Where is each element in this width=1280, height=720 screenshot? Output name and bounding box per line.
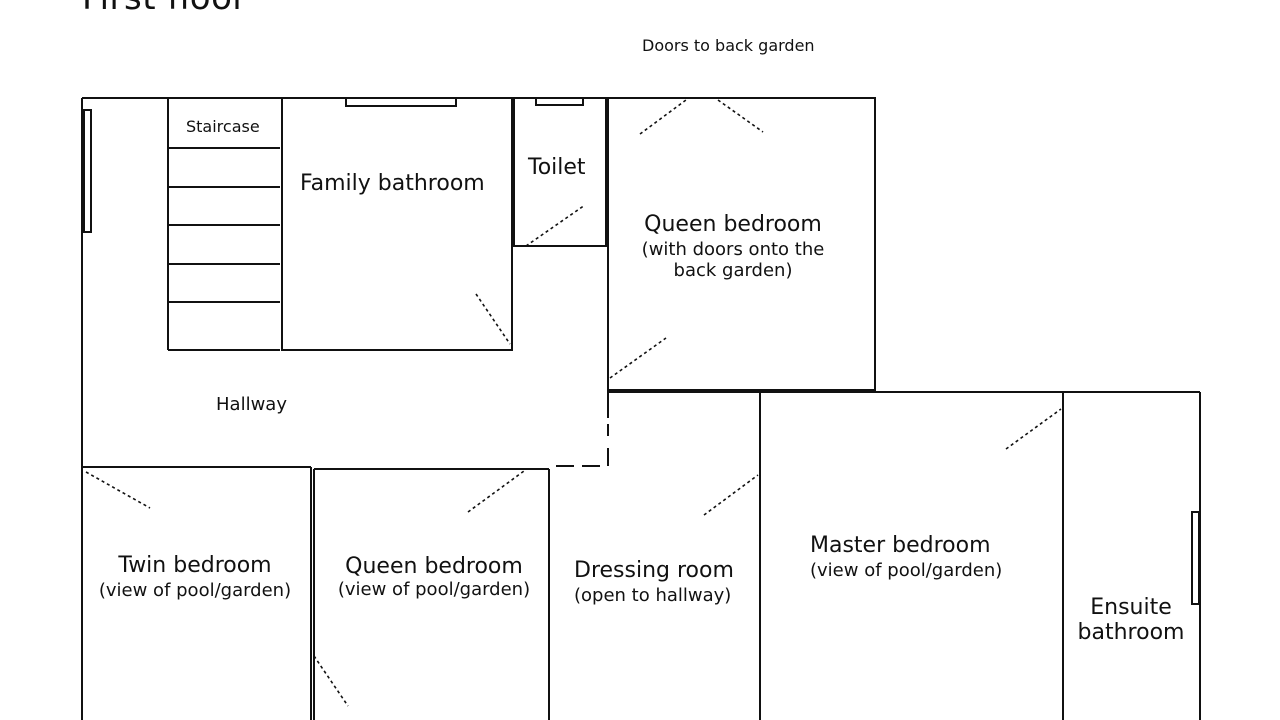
room-ensuite-bathroom: Ensuite bathroom <box>1070 595 1192 645</box>
door-toilet <box>525 204 586 247</box>
label-doors-back-garden: Doors to back garden <box>642 36 815 55</box>
label-twin-bedroom-sub: (view of pool/garden) <box>98 580 292 601</box>
label-queen-bedroom-back-sub1: (with doors onto the <box>641 239 825 260</box>
label-ensuite-line2: bathroom <box>1077 620 1185 645</box>
family-bathroom-walls <box>281 97 513 351</box>
label-family-bathroom: Family bathroom <box>300 171 485 196</box>
label-queen-bedroom-front: Queen bedroom <box>345 554 523 579</box>
label-dressing-room: Dressing room <box>574 558 734 583</box>
label-toilet: Toilet <box>528 155 586 180</box>
room-queen-bedroom-back: Queen bedroom (with doors onto the back … <box>628 212 838 281</box>
door-queen-front <box>467 470 525 513</box>
label-queen-bedroom-front-sub: (view of pool/garden) <box>337 579 531 600</box>
label-hallway: Hallway <box>216 394 287 415</box>
door-ensuite <box>1005 408 1062 450</box>
door-back-garden-right <box>717 99 764 133</box>
family-bathroom-window <box>345 97 457 107</box>
label-master-bedroom: Master bedroom <box>810 533 991 558</box>
room-twin-bedroom: Twin bedroom (view of pool/garden) <box>90 553 300 601</box>
door-twin-lower <box>313 655 349 707</box>
room-queen-bedroom-front: Queen bedroom (view of pool/garden) <box>329 554 539 600</box>
toilet-window <box>535 97 584 106</box>
label-master-bedroom-sub: (view of pool/garden) <box>810 560 1003 581</box>
queen-bedroom-back-walls <box>607 97 876 391</box>
window-left <box>83 109 92 233</box>
label-ensuite-line1: Ensuite <box>1090 595 1172 620</box>
page-title: First floor <box>82 0 247 18</box>
label-staircase: Staircase <box>186 117 260 136</box>
door-dressing <box>703 474 759 516</box>
room-dressing-room: Dressing room (open to hallway) <box>574 558 734 606</box>
door-family-bathroom <box>475 293 511 345</box>
room-master-bedroom: Master bedroom (view of pool/garden) <box>810 533 1002 581</box>
label-queen-bedroom-back: Queen bedroom <box>644 212 822 237</box>
label-twin-bedroom: Twin bedroom <box>118 553 272 578</box>
label-queen-bedroom-back-sub2: back garden) <box>673 260 793 281</box>
door-twin <box>85 471 151 509</box>
door-back-garden-left <box>639 99 687 135</box>
label-dressing-room-sub: (open to hallway) <box>574 585 732 606</box>
door-queen-back <box>609 337 667 379</box>
ensuite-window <box>1191 511 1200 605</box>
